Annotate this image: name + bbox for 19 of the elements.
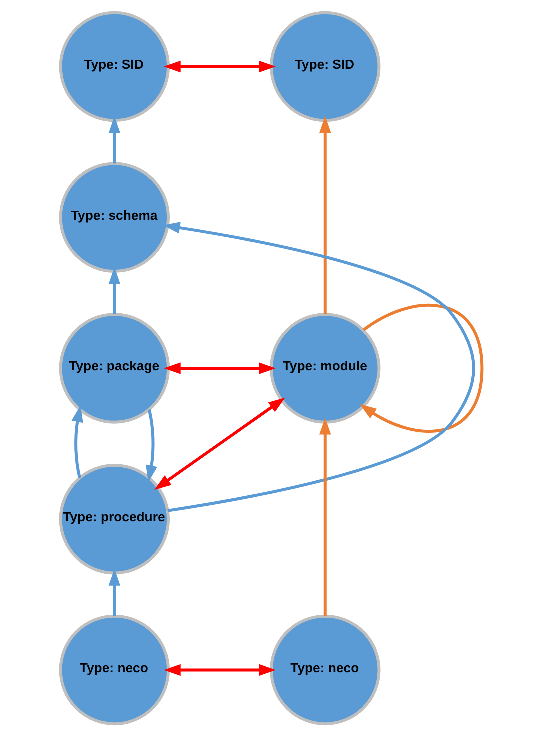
- arrow: [108, 267, 121, 315]
- arrow: [164, 60, 276, 73]
- arrow: [164, 362, 276, 374]
- node-circle: Type: neco: [59, 614, 170, 726]
- arrow: [164, 664, 276, 676]
- arrow: [108, 116, 121, 164]
- node-circle: Type: module: [270, 313, 381, 424]
- node-circle: Type: SID: [59, 11, 170, 122]
- node-circle: Type: SID: [270, 11, 381, 122]
- arrow: [154, 398, 286, 490]
- node-circle: Type: schema: [59, 162, 170, 274]
- arrow: [163, 222, 476, 512]
- arrow: [320, 418, 332, 616]
- node-circle: Type: neco: [270, 614, 381, 726]
- arrow: [72, 405, 84, 478]
- arrow: [146, 410, 158, 482]
- arrow: [320, 116, 332, 314]
- arrow: [108, 569, 121, 616]
- arrow: [360, 304, 484, 433]
